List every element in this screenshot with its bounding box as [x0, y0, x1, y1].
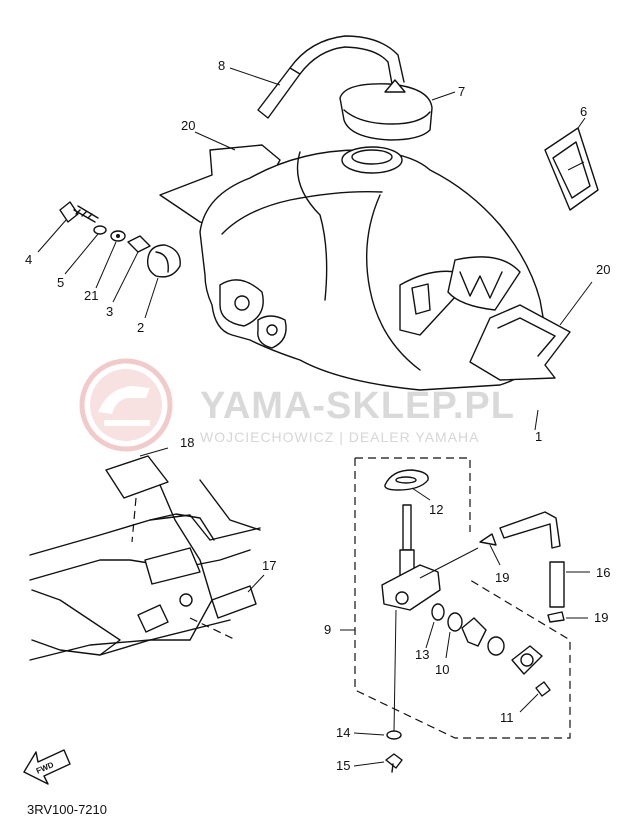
tank-pad-right [469, 281, 593, 381]
callout-14: 14 [336, 725, 350, 740]
callout-17: 17 [262, 558, 276, 573]
watermark-subtitle: WOJCIECHOWICZ | DEALER YAMAHA [200, 429, 479, 445]
callout-6: 6 [580, 104, 587, 119]
callout-18: 18 [180, 435, 194, 450]
callout-20-left: 20 [181, 118, 195, 133]
mount-hardware [37, 201, 181, 319]
callout-9: 9 [324, 622, 331, 637]
breather-hose [229, 35, 405, 119]
forward-arrow: FWD [23, 749, 71, 785]
callout-3: 3 [106, 304, 113, 319]
frame-detail [29, 447, 265, 661]
callout-19-upper: 19 [495, 570, 509, 585]
callout-19-lower: 19 [594, 610, 608, 625]
callout-20-right: 20 [596, 262, 610, 277]
fuel-cap [339, 79, 456, 141]
tank-gasket [544, 117, 599, 211]
callout-13: 13 [415, 647, 429, 662]
watermark-logo [79, 358, 173, 452]
callout-12: 12 [429, 502, 443, 517]
diagram-code: 3RV100-7210 [27, 802, 107, 817]
callout-10: 10 [435, 662, 449, 677]
callout-4: 4 [25, 252, 32, 267]
callout-15: 15 [336, 758, 350, 773]
watermark-title: YAMA-SKLEP.PL [200, 385, 515, 427]
callout-21: 21 [84, 288, 98, 303]
fuel-cock-assembly [340, 457, 590, 773]
fuel-tank [199, 146, 549, 431]
callout-labels: 1 2 3 4 5 6 7 8 9 10 11 12 13 14 15 16 1… [25, 58, 610, 773]
callout-1: 1 [535, 429, 542, 444]
callout-8: 8 [218, 58, 225, 73]
callout-16: 16 [596, 565, 610, 580]
callout-11: 11 [500, 710, 514, 725]
callout-2: 2 [137, 320, 144, 335]
callout-7: 7 [458, 84, 465, 99]
callout-5: 5 [57, 275, 64, 290]
